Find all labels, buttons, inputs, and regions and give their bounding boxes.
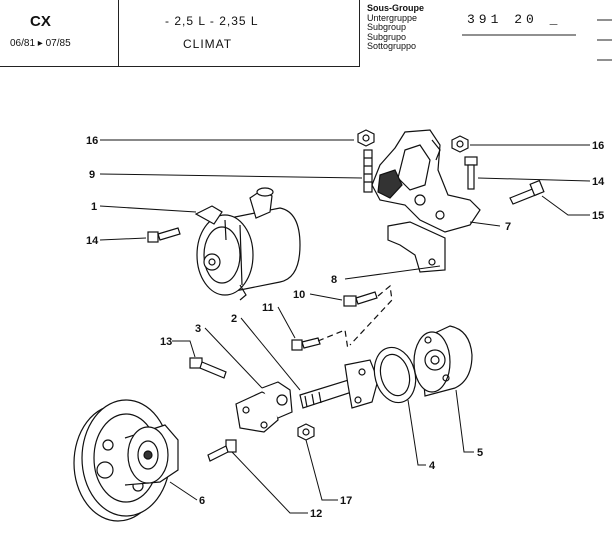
model-name: CX	[30, 13, 51, 30]
bolt-part	[189, 357, 227, 379]
hub-bracket-part	[235, 381, 293, 433]
subgroup-label: Sottogruppo	[367, 41, 417, 52]
callout-label: 9	[89, 169, 95, 181]
bracket-part	[371, 129, 481, 233]
bolt-part	[291, 337, 321, 351]
subgroup-label: Untergruppe	[367, 12, 418, 23]
callout-label: 16	[592, 140, 604, 152]
leader-lines	[99, 139, 591, 514]
callout-label: 14	[86, 235, 99, 247]
engine-line: - 2,5 L - 2,35 L	[165, 14, 259, 28]
nut-part	[451, 135, 469, 153]
model-dates: 06/81 ▸ 07/85	[10, 38, 71, 49]
bolt-part	[464, 156, 478, 190]
plate-part	[387, 221, 446, 273]
callout-label: 7	[505, 221, 511, 233]
header-frame-title	[118, 0, 360, 67]
subgroup-labels: Sous-Groupe Untergruppe Subgroup Subgrup…	[367, 3, 425, 52]
callout-label: 10	[293, 289, 305, 301]
bolt-part	[207, 439, 237, 462]
callout-label: 14	[592, 176, 605, 188]
compressor-part	[194, 187, 301, 301]
callout-label: 17	[340, 495, 352, 507]
subgroup-code: 391 20 _	[467, 12, 562, 27]
callout-label: 1	[91, 201, 97, 213]
shaft-part	[299, 359, 379, 409]
callout-label: 8	[331, 274, 337, 286]
callout-label: 13	[160, 336, 172, 348]
callout-label: 11	[262, 302, 274, 314]
subgroup-label: Subgroup	[367, 22, 407, 33]
nut-part	[297, 423, 315, 441]
callout-label: 4	[429, 460, 436, 472]
subgroup-label: Sous-Groupe	[367, 3, 425, 13]
system-name: CLIMAT	[183, 37, 233, 51]
stud-part	[363, 149, 373, 193]
callout-label: 15	[592, 210, 604, 222]
coupling-part	[413, 325, 473, 397]
callout-label: 3	[195, 323, 201, 335]
bolt-part	[147, 227, 181, 243]
callout-label: 2	[231, 313, 237, 325]
bolt-part	[509, 179, 545, 205]
gasket-part	[373, 346, 417, 404]
subgroup-label: Subgrupo	[367, 31, 407, 42]
bolt-part	[343, 291, 378, 307]
callout-label: 5	[477, 447, 483, 459]
nut-part	[357, 129, 375, 147]
callout-label: 12	[310, 508, 322, 520]
callout-label: 16	[86, 135, 98, 147]
callout-label: 6	[199, 495, 205, 507]
pulley-part	[73, 399, 179, 522]
